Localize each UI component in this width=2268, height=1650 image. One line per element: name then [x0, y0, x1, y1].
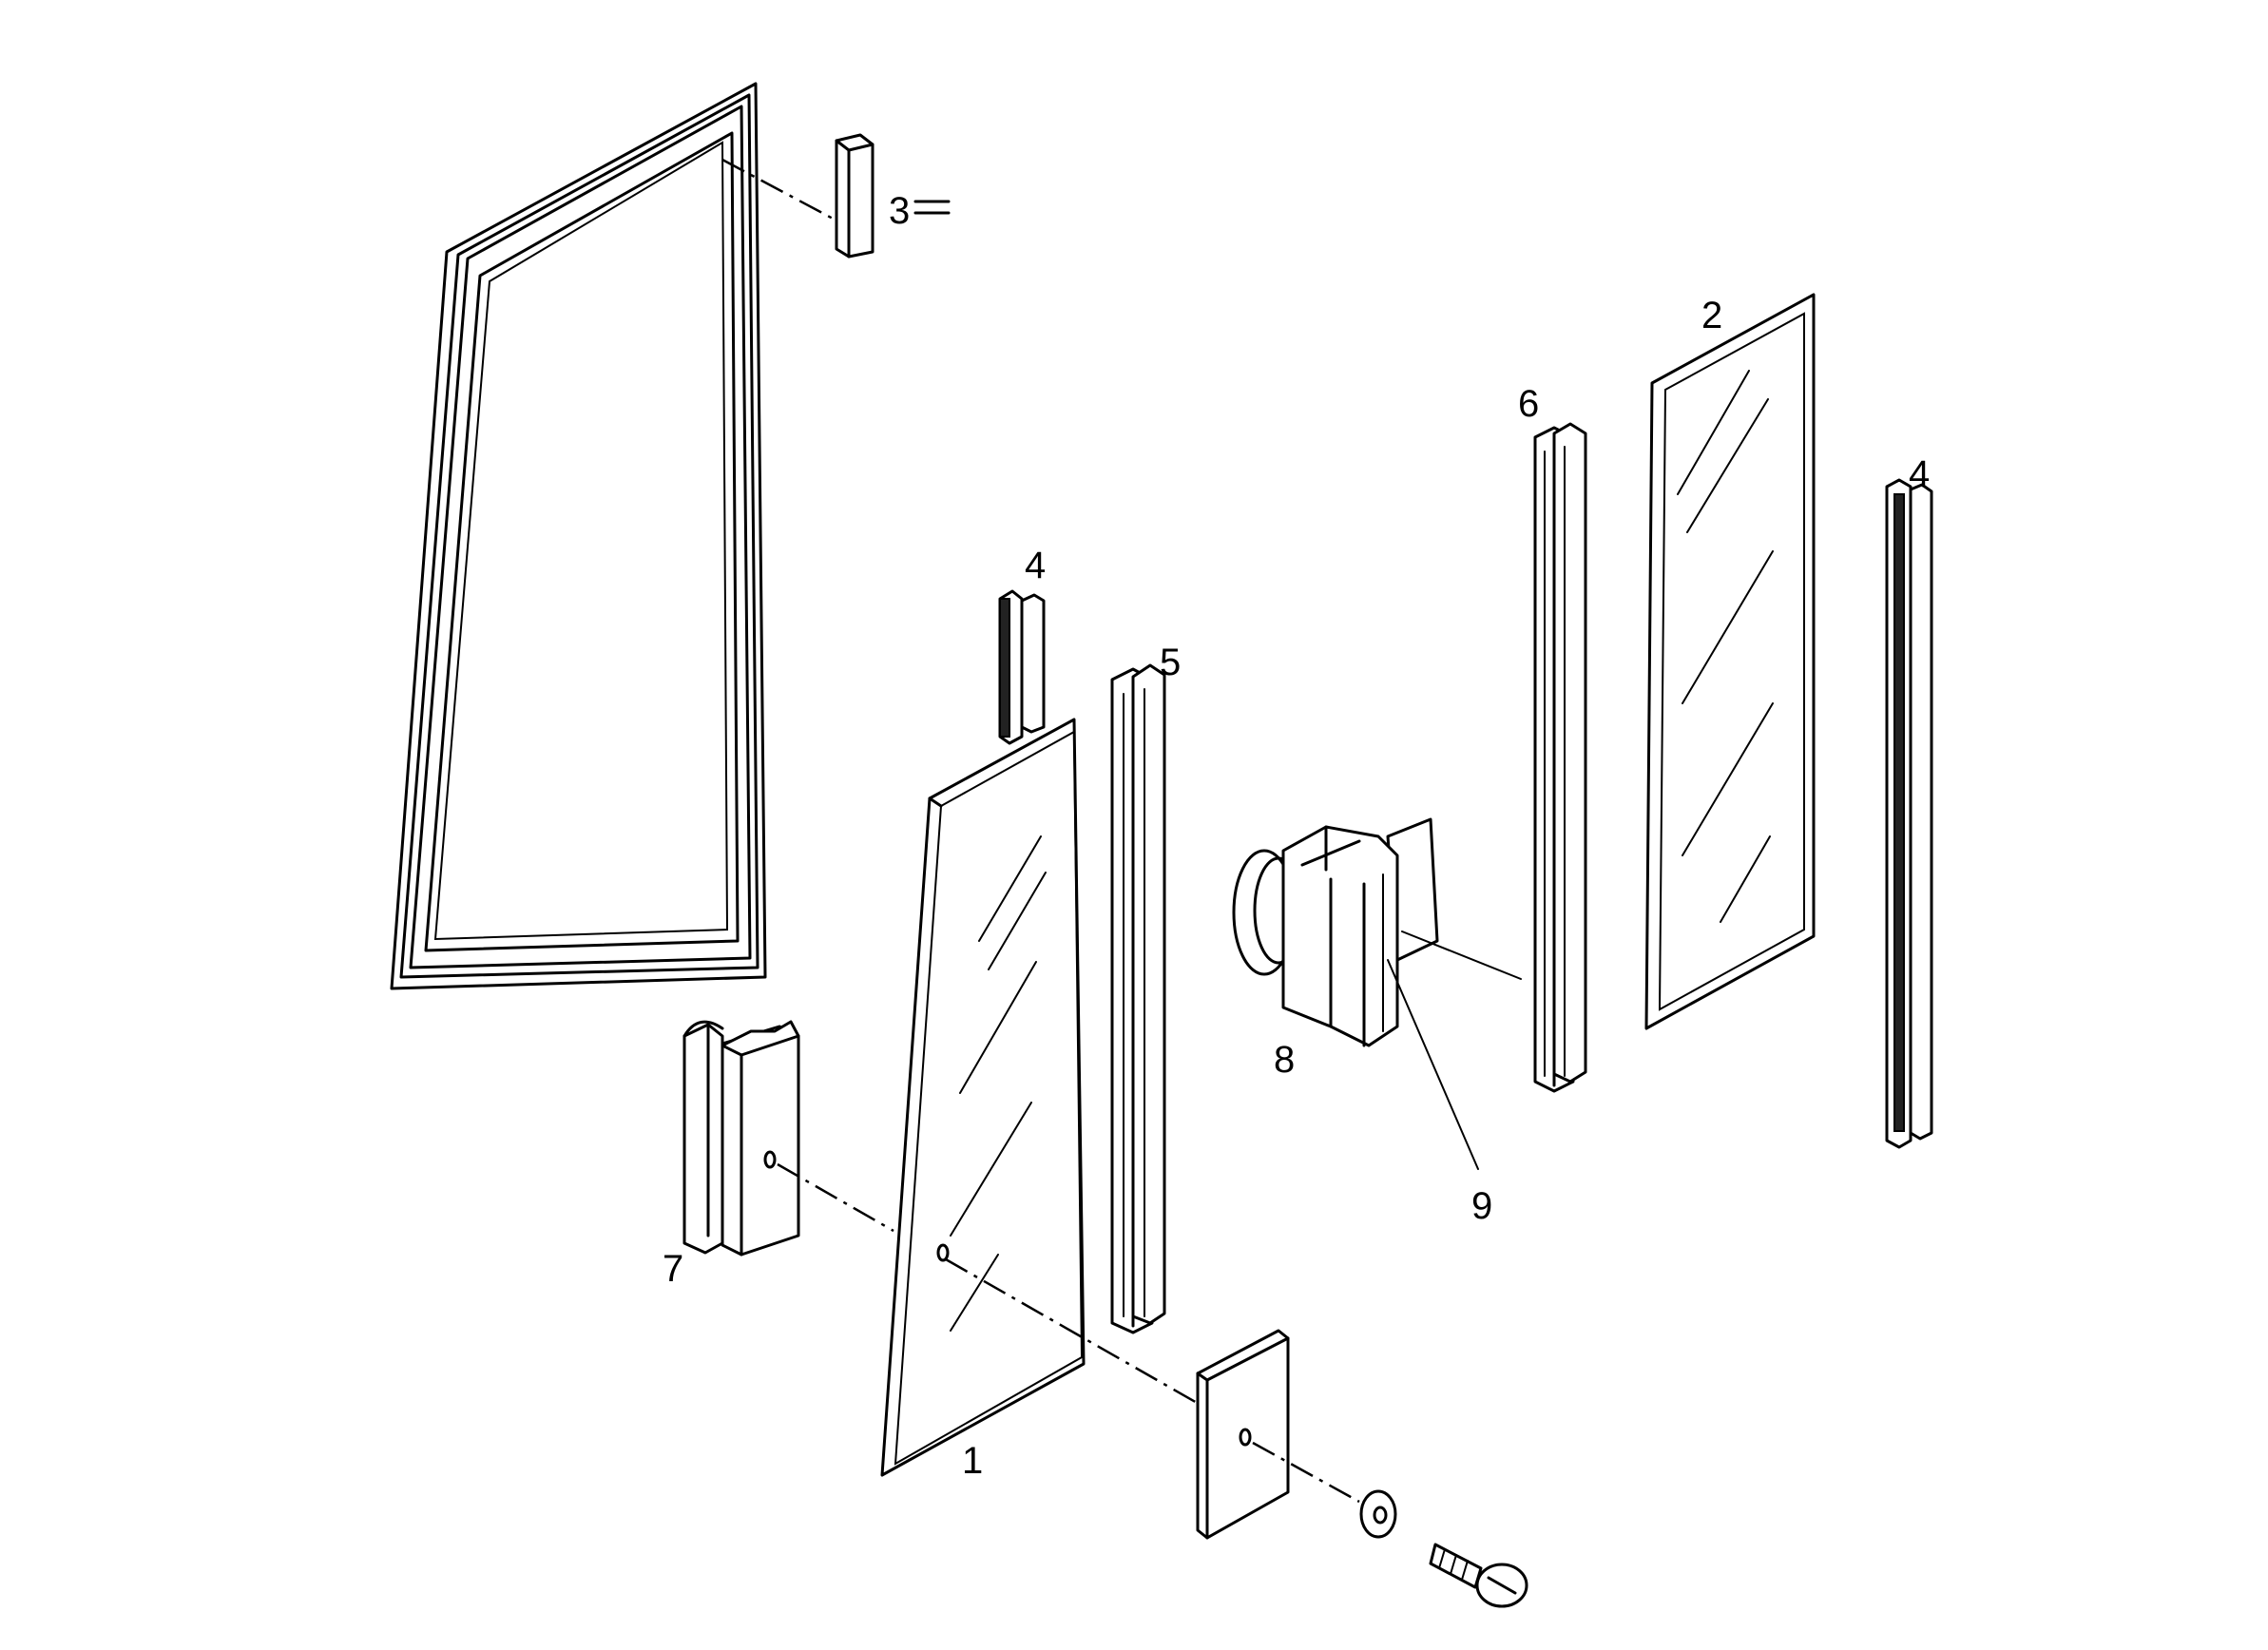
- callout-5: 5: [1160, 642, 1181, 683]
- door-frame: [390, 82, 767, 990]
- part-4-strip-right: [1885, 478, 1933, 1149]
- part-4-strip-left: [998, 589, 1046, 745]
- part-8-knob: [1232, 817, 1522, 1047]
- callout-3: 3: [889, 190, 910, 232]
- callout-1: 1: [962, 1440, 983, 1482]
- callout-6: 6: [1518, 383, 1539, 425]
- callout-4-left: 4: [1025, 545, 1046, 586]
- callout-8: 8: [1274, 1039, 1295, 1081]
- leader-part-9: [1387, 959, 1479, 1170]
- mounting-plate: [1196, 1329, 1360, 1540]
- leader-glass-plate: [945, 1257, 1246, 1432]
- washer: [1359, 1489, 1397, 1539]
- part-1-glass: [880, 718, 1086, 1477]
- part-6-channel: [1533, 422, 1587, 1093]
- part-2-glass: [1644, 293, 1816, 1030]
- part-5-channel: [1110, 663, 1166, 1334]
- callout-4-right: 4: [1909, 453, 1930, 495]
- callout-2: 2: [1701, 295, 1722, 336]
- part-3-block: [721, 133, 951, 259]
- callout-9: 9: [1471, 1185, 1492, 1227]
- screw: [1429, 1543, 1528, 1608]
- callout-7: 7: [663, 1248, 683, 1290]
- part-7-latch: [682, 1020, 894, 1257]
